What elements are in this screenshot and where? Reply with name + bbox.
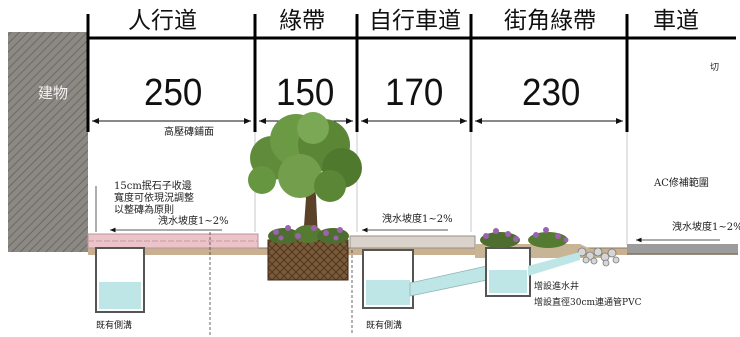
- pvc-pipe-label: 增設直徑30cm連通管PVC: [534, 298, 642, 308]
- width-corner-green: 230: [522, 72, 581, 114]
- planter-box: [267, 239, 349, 281]
- slope-label-road: 洩水坡度1~2%: [672, 222, 740, 233]
- pvc-pipe-2: [528, 252, 580, 276]
- inlet-box: [485, 247, 531, 297]
- road-surface: [627, 244, 738, 254]
- tree: [248, 112, 362, 240]
- zone-label-corner-green: 街角綠帶: [504, 8, 596, 34]
- zone-label-green-belt: 綠帶: [279, 8, 325, 34]
- slope-arrows: [110, 227, 720, 243]
- zone-label-roadway: 車道: [653, 8, 699, 34]
- ac-repair-label: AC修補範圍: [654, 178, 709, 189]
- curb-note: 15cm抿石子收邊 寬度可依現況調整 以整磚為原則: [114, 181, 194, 217]
- slope-label-bike: 洩水坡度1~2%: [382, 214, 453, 225]
- width-bike-lane: 170: [385, 72, 444, 114]
- building: [8, 32, 88, 252]
- zone-label-sidewalk: 人行道: [128, 8, 197, 34]
- curb-note-line-1: 15cm抿石子收邊: [114, 181, 192, 192]
- width-green-belt: 150: [276, 72, 335, 114]
- ditch-label-mid: 既有側溝: [366, 321, 403, 331]
- slope-label-sidewalk: 洩水坡度1~2%: [158, 216, 229, 227]
- mid-ditch: [362, 249, 414, 309]
- bike-path-paving: [349, 235, 476, 249]
- ditch-label-left: 既有側溝: [96, 321, 133, 331]
- paving-label: 高壓磚鋪面: [164, 127, 214, 138]
- width-sidewalk: 250: [144, 72, 203, 114]
- flowers-planter: [268, 225, 349, 244]
- building-label: 建物: [38, 84, 69, 102]
- cut-edge-label: 切: [710, 63, 720, 73]
- curb-note-line-2: 寬度可依現況調整: [114, 193, 194, 204]
- zone-dividers: [86, 14, 629, 132]
- flowers-corner: [480, 227, 569, 248]
- zone-label-bike-lane: 自行車道: [369, 8, 461, 34]
- curb-note-line-3: 以整磚為原則: [114, 205, 174, 216]
- left-ditch: [95, 247, 145, 313]
- inlet-label: 增設進水井: [534, 282, 580, 292]
- pvc-pipe: [409, 265, 488, 297]
- dashed-guides: [209, 232, 353, 335]
